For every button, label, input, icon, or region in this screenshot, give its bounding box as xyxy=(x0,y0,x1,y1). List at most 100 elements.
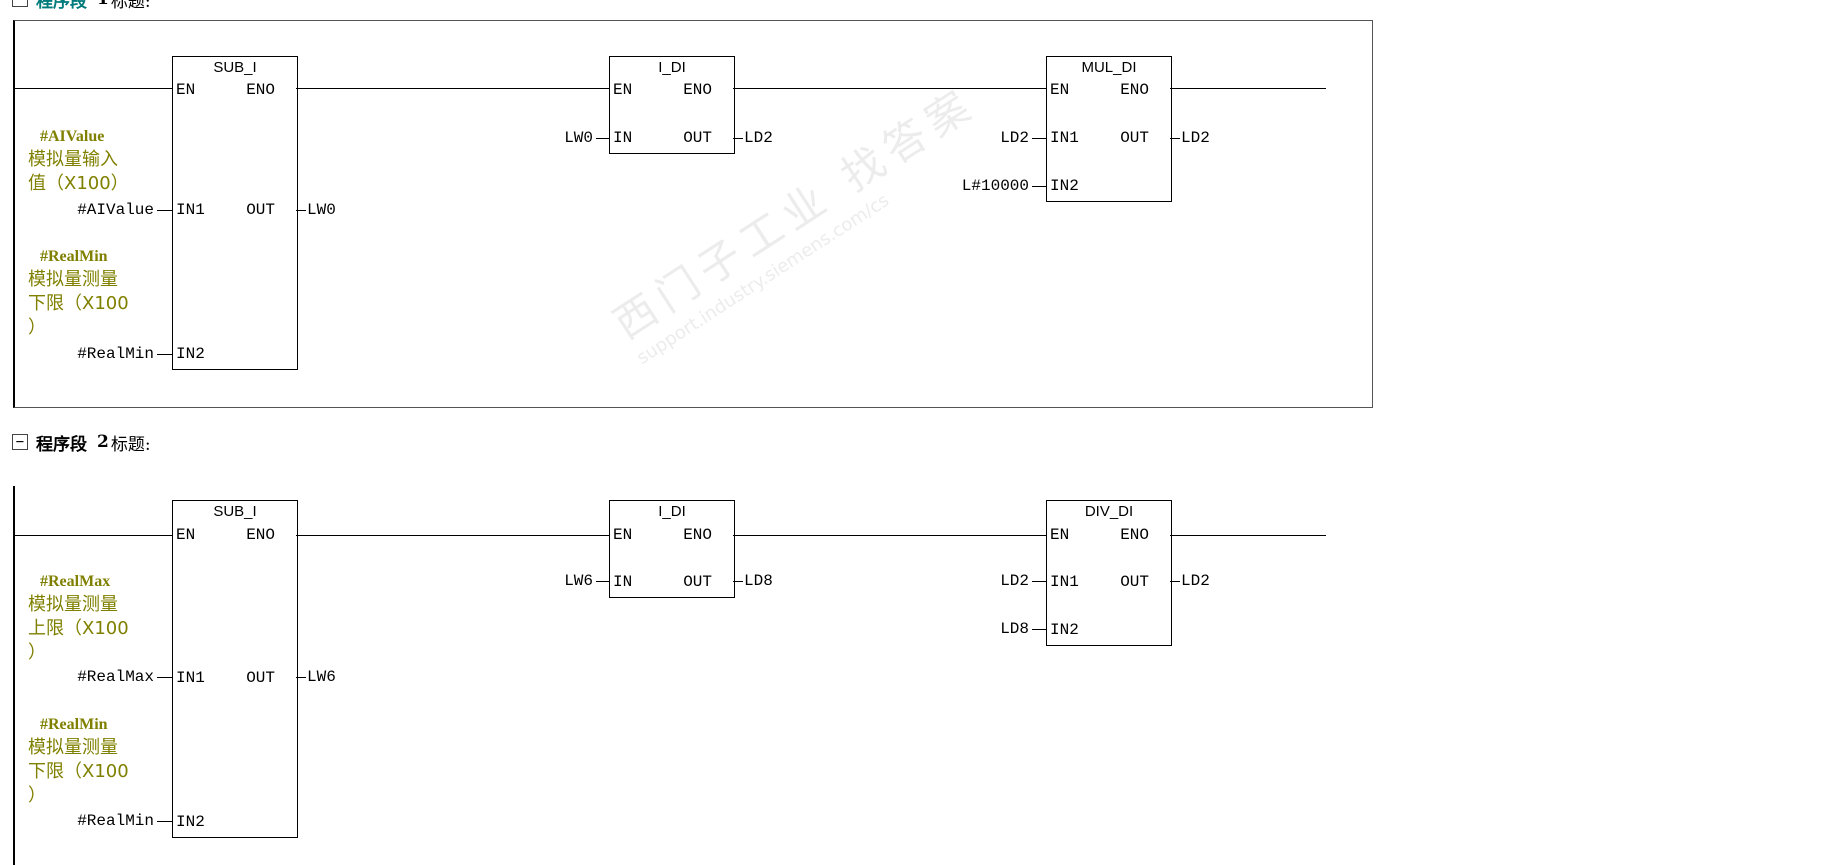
in1-pin: IN1 xyxy=(1050,129,1079,147)
segment-2-title: 标题: xyxy=(110,434,151,455)
pin-wire xyxy=(1032,186,1046,187)
comment-title: #RealMax xyxy=(40,573,111,590)
block-title: I_DI xyxy=(658,59,686,76)
power-rail-line xyxy=(14,535,172,536)
comment-title: #RealMin xyxy=(40,248,108,265)
pin-wire xyxy=(733,581,743,582)
en-pin: EN xyxy=(176,81,196,99)
comment-title: #RealMin xyxy=(40,716,108,733)
div-in2-operand[interactable]: LD8 xyxy=(1000,620,1029,638)
block-title: DIV_DI xyxy=(1084,503,1134,520)
pin-wire xyxy=(733,138,743,139)
comment-text: 模拟量测量 上限（X100 ） xyxy=(28,594,129,663)
pin-wire xyxy=(296,210,306,211)
mul-in2-operand[interactable]: L#10000 xyxy=(961,177,1029,195)
eno-pin: ENO xyxy=(246,526,275,544)
block-title: SUB_I xyxy=(213,59,257,76)
rung-wire xyxy=(296,88,609,89)
power-rail-line xyxy=(14,88,172,89)
i-di-block[interactable]: I_DI EN ENO IN OUT xyxy=(609,56,735,154)
block-title: MUL_DI xyxy=(1081,59,1137,76)
power-rail xyxy=(13,486,15,865)
pin-wire xyxy=(1170,581,1180,582)
comment-text: 模拟量测量 下限（X100 ） xyxy=(28,269,129,338)
block-title: I_DI xyxy=(658,503,686,520)
eno-pin: ENO xyxy=(1120,526,1149,544)
en-pin: EN xyxy=(613,81,633,99)
eno-pin: ENO xyxy=(246,81,275,99)
comment-title: #AIValue xyxy=(40,128,105,145)
sub-out-operand[interactable]: LW6 xyxy=(307,668,336,686)
mul-in1-operand[interactable]: LD2 xyxy=(1000,129,1029,147)
segment-1-header[interactable]: − 程序段 1 标题: xyxy=(12,0,151,12)
en-pin: EN xyxy=(1050,526,1070,544)
pin-wire xyxy=(596,138,609,139)
collapse-icon[interactable]: − xyxy=(12,0,28,7)
comment-text: 模拟量输入 值（X100） xyxy=(28,149,129,194)
pin-wire xyxy=(157,354,172,355)
segment-2-header[interactable]: − 程序段 2 标题: xyxy=(12,431,151,455)
mul-di-block[interactable]: MUL_DI EN ENO IN1 OUT IN2 xyxy=(1046,56,1172,202)
segment-1-title: 标题: xyxy=(110,0,151,12)
eno-pin: ENO xyxy=(683,81,712,99)
eno-pin: ENO xyxy=(683,526,712,544)
sub-in1-operand[interactable]: #AIValue xyxy=(77,201,154,219)
div-in1-operand[interactable]: LD2 xyxy=(1000,572,1029,590)
out-pin: OUT xyxy=(246,669,275,687)
out-pin: OUT xyxy=(246,201,275,219)
div-di-block[interactable]: DIV_DI EN ENO IN1 OUT IN2 xyxy=(1046,500,1172,646)
sub-in1-operand[interactable]: #RealMax xyxy=(77,668,154,686)
in1-pin: IN1 xyxy=(1050,573,1079,591)
eno-pin: ENO xyxy=(1120,81,1149,99)
pin-wire xyxy=(157,677,172,678)
i-di-block[interactable]: I_DI EN ENO IN OUT xyxy=(609,500,735,598)
out-pin: OUT xyxy=(683,573,712,591)
in-pin: IN xyxy=(613,573,633,591)
pin-wire xyxy=(157,210,172,211)
in-pin: IN xyxy=(613,129,633,147)
idi-in-operand[interactable]: LW0 xyxy=(564,129,593,147)
segment-1-network[interactable] xyxy=(13,20,1373,408)
idi-in-operand[interactable]: LW6 xyxy=(564,572,593,590)
mul-out-operand[interactable]: LD2 xyxy=(1181,129,1210,147)
in2-pin: IN2 xyxy=(176,813,205,831)
sub-out-operand[interactable]: LW0 xyxy=(307,201,336,219)
sub-in2-operand[interactable]: #RealMin xyxy=(77,345,154,363)
en-pin: EN xyxy=(613,526,633,544)
pin-wire xyxy=(1032,581,1046,582)
pin-wire xyxy=(1032,629,1046,630)
pin-wire xyxy=(596,581,609,582)
sub-i-block[interactable]: SUB_I EN ENO IN1 OUT IN2 xyxy=(172,500,298,838)
rung-wire xyxy=(296,535,609,536)
rung-wire xyxy=(733,535,1046,536)
pin-wire xyxy=(296,677,306,678)
comment-text: 模拟量测量 下限（X100 ） xyxy=(28,737,129,806)
idi-out-operand[interactable]: LD2 xyxy=(744,129,773,147)
sub-in2-operand[interactable]: #RealMin xyxy=(77,812,154,830)
in1-pin: IN1 xyxy=(176,669,205,687)
idi-out-operand[interactable]: LD8 xyxy=(744,572,773,590)
in2-pin: IN2 xyxy=(1050,177,1079,195)
out-pin: OUT xyxy=(683,129,712,147)
en-pin: EN xyxy=(176,526,196,544)
segment-2-name: 程序段 xyxy=(36,434,87,455)
in2-pin: IN2 xyxy=(1050,621,1079,639)
pin-wire xyxy=(1032,138,1046,139)
rung-wire xyxy=(1170,535,1326,536)
collapse-icon[interactable]: − xyxy=(12,434,28,450)
out-pin: OUT xyxy=(1120,573,1149,591)
segment-2-number: 2 xyxy=(97,432,109,452)
sub-i-block[interactable]: SUB_I EN ENO IN1 OUT IN2 xyxy=(172,56,298,370)
out-pin: OUT xyxy=(1120,129,1149,147)
div-out-operand[interactable]: LD2 xyxy=(1181,572,1210,590)
pin-wire xyxy=(157,821,172,822)
block-title: SUB_I xyxy=(213,503,257,520)
segment-1-number: 1 xyxy=(97,0,109,9)
rung-wire xyxy=(1170,88,1326,89)
in1-pin: IN1 xyxy=(176,201,205,219)
rung-wire xyxy=(733,88,1046,89)
in2-pin: IN2 xyxy=(176,345,205,363)
pin-wire xyxy=(1170,138,1180,139)
segment-1-name: 程序段 xyxy=(36,0,87,12)
en-pin: EN xyxy=(1050,81,1070,99)
